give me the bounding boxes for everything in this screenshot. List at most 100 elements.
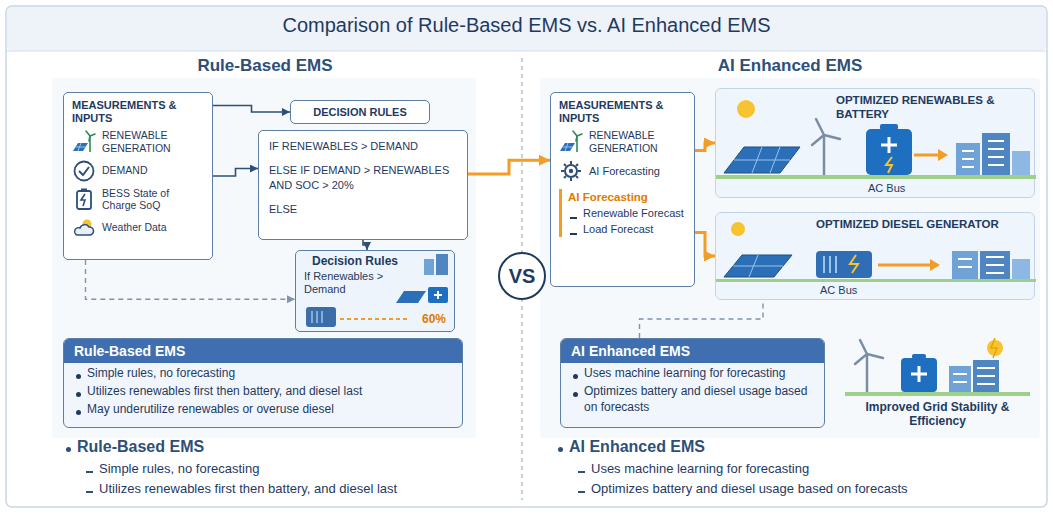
note-line: Uses machine learning for forecasting <box>591 461 809 476</box>
label-holder: Rule-Based EMS <box>66 438 466 456</box>
text-row: Uses machine learning for forecasting <box>561 363 824 381</box>
text-row: AI Forecasting <box>559 159 686 183</box>
decision-box: Decision RulesIf Renewables > Demand 60% <box>295 250 455 332</box>
text-row: Utilizes renewables first then battery, … <box>86 481 506 496</box>
connector-arrow <box>640 300 764 338</box>
text: If Renewables > Demand <box>304 270 394 296</box>
text-row: Simple rules, no forecasting <box>64 363 462 381</box>
bullet-dot <box>66 447 71 452</box>
connector-arrow <box>213 105 290 112</box>
text-row: Weather Data <box>72 216 204 240</box>
diagram-title: Comparison of Rule-Based EMS vs. AI Enha… <box>0 14 1053 37</box>
label-holder: Simple rules, no forecasting <box>86 461 506 476</box>
bullet-dash <box>578 471 585 473</box>
text: DEMAND <box>102 164 148 177</box>
bullet-dot <box>573 392 578 397</box>
text-row: Load Forecast <box>559 221 686 237</box>
label-holder: Rule-Based EMS <box>60 56 470 76</box>
icon <box>72 187 96 211</box>
caption-note: Improved Grid Stability & Efficiency <box>840 400 1035 429</box>
text: Utilizes renewables first then battery, … <box>87 383 362 399</box>
icon <box>72 216 96 240</box>
icon-graphic <box>559 159 583 183</box>
rules-box: IF RENEWABLES > DEMAND ELSE IF DEMAND > R… <box>258 130 468 240</box>
text-row: RENEWABLE GENERATION <box>559 129 686 154</box>
panel-heading: MEASUREMENTS & INPUTS <box>72 99 204 125</box>
text: Renewable Forecast <box>583 207 684 219</box>
text: BESS State of Charge SoQ <box>102 187 204 212</box>
bullet-dot <box>573 374 578 379</box>
note-heading: Rule-Based EMS <box>77 438 204 456</box>
icon <box>559 159 583 183</box>
note-line: Utilizes renewables first then battery, … <box>99 481 397 496</box>
text-row: Optimizes battery and diesel usage based… <box>578 481 1038 496</box>
connector-arrow <box>695 143 715 151</box>
icon-graphic <box>72 130 96 154</box>
summary-box: Rule-Based EMS Simple rules, no forecasti… <box>63 338 463 428</box>
bullet-dot <box>76 410 81 415</box>
grid-illustration <box>845 338 1030 396</box>
percent-value: 60% <box>422 312 446 326</box>
text: RENEWABLE GENERATION <box>589 129 686 154</box>
bullet-dot <box>558 447 563 452</box>
section-heading: Rule-Based EMS <box>60 56 470 76</box>
icon-graphic <box>559 130 583 154</box>
bullet-dash <box>578 491 585 493</box>
bullet-dash <box>86 471 93 473</box>
text-row: May underutilize renewables or overuse d… <box>64 399 462 417</box>
icon-graphic <box>72 187 96 211</box>
icon <box>559 130 583 154</box>
bullet-dash <box>570 233 577 235</box>
note-heading: AI Enhanced EMS <box>569 438 705 456</box>
input-panel: MEASUREMENTS & INPUTSRENEWABLE GENERATIO… <box>550 92 695 287</box>
text: Weather Data <box>102 221 167 234</box>
label-holder: Improved Grid Stability & Efficiency <box>840 400 1035 429</box>
summary-heading: AI Enhanced EMS <box>561 339 824 363</box>
connector-arrow <box>468 160 550 174</box>
connector-arrow <box>213 169 258 177</box>
text: ELSE IF DEMAND > RENEWABLES AND SOC > 20… <box>269 163 457 192</box>
text: Decision Rules <box>296 251 454 270</box>
bullet-dot <box>76 392 81 397</box>
text-row: DEMAND <box>72 159 204 183</box>
text-row: Rule-Based EMS <box>66 438 466 456</box>
label-holder: Utilizes renewables first then battery, … <box>86 481 506 496</box>
bus-label: AC Bus <box>820 284 857 296</box>
text: Optimizes battery and diesel usage based… <box>584 383 814 415</box>
optimized-panel: OPTIMIZED RENEWABLES & BATTERYAC Bus <box>715 88 1035 198</box>
icon <box>72 159 96 183</box>
label-holder: AI Enhanced EMS <box>558 438 1018 456</box>
summary-heading: Rule-Based EMS <box>64 339 462 363</box>
text: IF RENEWABLES > DEMAND <box>269 139 457 153</box>
text-row: AI Enhanced EMS <box>558 438 1018 456</box>
text-row: BESS State of Charge SoQ <box>72 187 204 212</box>
text-row: Optimizes battery and diesel usage based… <box>561 381 824 415</box>
text-row: Utilizes renewables first then battery, … <box>64 381 462 399</box>
text-row: RENEWABLE GENERATION <box>72 129 204 154</box>
connector-arrow <box>695 232 715 256</box>
label-holder: Uses machine learning for forecasting <box>578 461 1038 476</box>
text: DECISION RULES <box>297 106 423 118</box>
bullet-dash <box>570 217 577 219</box>
label-holder: Optimizes battery and diesel usage based… <box>578 481 1038 496</box>
text: Load Forecast <box>583 223 653 235</box>
text-row: Uses machine learning for forecasting <box>578 461 1038 476</box>
text: ELSE <box>269 202 457 216</box>
note-line: Simple rules, no forecasting <box>99 461 259 476</box>
text: RENEWABLE GENERATION <box>102 129 204 154</box>
icon <box>72 130 96 154</box>
vs-circle: VS <box>498 252 546 300</box>
text: Simple rules, no forecasting <box>87 365 235 381</box>
optimized-panel: OPTIMIZED DIESEL GENERATORAC Bus <box>715 212 1035 300</box>
text: VS <box>509 265 536 288</box>
bullet-dash <box>86 491 93 493</box>
text: May underutilize renewables or overuse d… <box>87 401 334 417</box>
text: AI Forecasting <box>589 165 660 177</box>
summary-box: AI Enhanced EMS Uses machine learning for… <box>560 338 825 428</box>
text: OPTIMIZED RENEWABLES & BATTERY <box>716 89 1034 122</box>
section-heading: AI Enhanced EMS <box>545 56 1035 76</box>
text: Uses machine learning for forecasting <box>584 365 785 381</box>
icon-graphic <box>72 216 96 240</box>
text-row: Simple rules, no forecasting <box>86 461 506 476</box>
